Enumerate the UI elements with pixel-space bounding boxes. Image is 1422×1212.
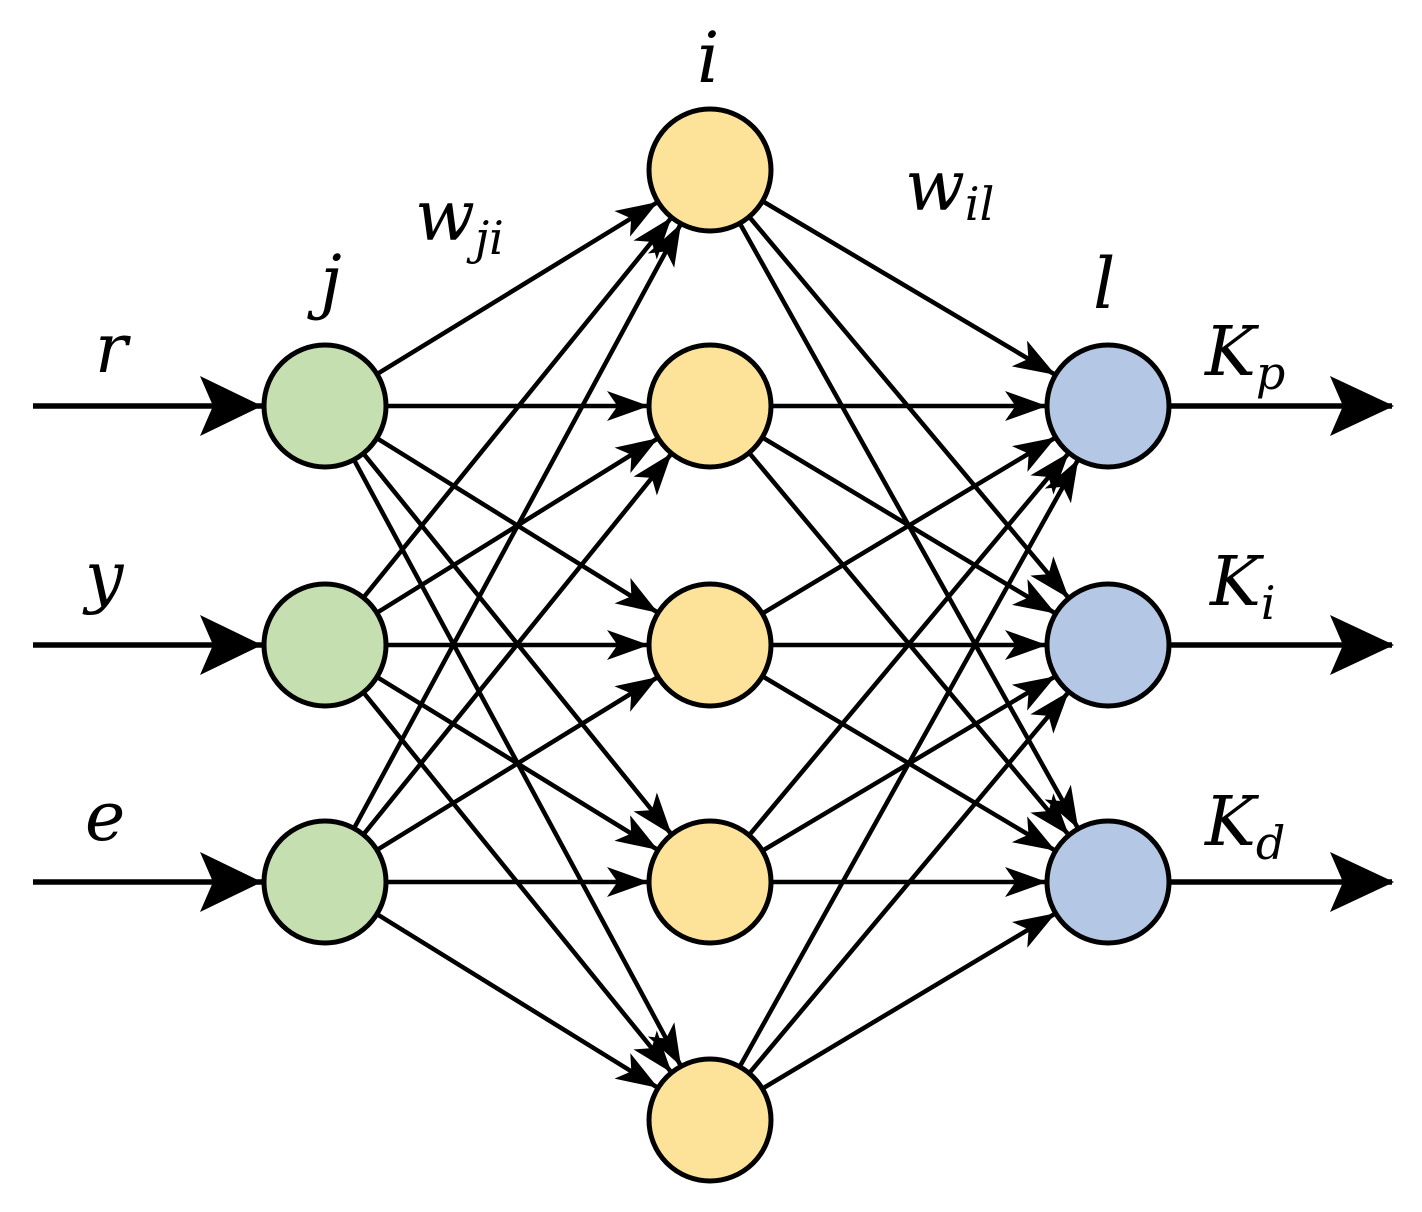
- edge-j3-i4-arrowhead: [607, 867, 649, 897]
- weight-label-wji: wji: [415, 175, 504, 265]
- hidden-node-1: [646, 106, 774, 234]
- edge-i4-l1: [747, 451, 1071, 837]
- edge-i5-l3: [761, 911, 1057, 1091]
- output-arrowhead-kp: [1330, 376, 1394, 436]
- edge-j1-i3-arrowhead: [614, 577, 659, 613]
- edge-i1-l1-arrowhead: [1011, 340, 1056, 375]
- edge-j1-i1: [375, 199, 660, 377]
- output-label-kp-sub: p: [1256, 346, 1285, 400]
- edge-i5-l3-arrowhead: [1011, 913, 1056, 948]
- edge-j3-i2-arrowhead: [633, 453, 672, 496]
- edge-j3-i5: [375, 912, 660, 1090]
- input-node-2: [261, 581, 389, 709]
- edge-j1-i5-arrowhead: [647, 1022, 682, 1067]
- edge-j3-i2: [361, 452, 674, 836]
- input-label-r: r: [95, 310, 131, 389]
- layer-label-l: l: [1093, 243, 1115, 325]
- edge-i3-l1: [761, 435, 1057, 616]
- hidden-node-2: [646, 342, 774, 470]
- edge-j3-i5-arrowhead: [614, 1053, 659, 1088]
- edge-j3-i1: [352, 222, 683, 830]
- edge-j2-i1: [361, 215, 674, 600]
- edge-j3-i3: [375, 675, 660, 852]
- output-arrowhead-ki: [1330, 615, 1394, 675]
- edge-i3-l2-arrowhead: [1005, 630, 1047, 660]
- connections: [351, 199, 1081, 1091]
- output-arrowhead-kd: [1330, 852, 1394, 912]
- input-label-y: y: [82, 538, 125, 617]
- layer-label-j: j: [307, 240, 342, 322]
- edge-j1-i4-arrowhead: [633, 792, 672, 835]
- edge-i4-l3-arrowhead: [1005, 867, 1047, 897]
- output-label-kd-sub: d: [1256, 816, 1285, 870]
- edge-i5-l1-arrowhead: [1044, 459, 1079, 504]
- output-label-ki-base: K: [1208, 543, 1265, 622]
- output-label-ki: Ki: [1208, 543, 1276, 630]
- edge-i5-l2-arrowhead: [1030, 691, 1069, 734]
- input-arrowhead-y: [200, 615, 262, 675]
- edge-j2-i1-arrowhead: [633, 217, 672, 260]
- layer-label-i: i: [697, 17, 719, 99]
- edge-j2-i2-arrowhead: [614, 438, 659, 474]
- edge-i5-l2: [747, 690, 1071, 1075]
- weight-label-wji-base: w: [415, 175, 475, 257]
- edge-j1-i2-arrowhead: [607, 391, 649, 421]
- edge-j3-i3-arrowhead: [614, 676, 659, 712]
- hidden-node-5: [646, 1056, 774, 1184]
- output-label-kp: Kp: [1203, 313, 1285, 400]
- weight-label-wil-base: w: [905, 145, 965, 227]
- edge-j2-i4-arrowhead: [614, 815, 659, 851]
- edge-j3-i1-arrowhead: [647, 223, 681, 268]
- output-label-kd-base: K: [1203, 783, 1260, 862]
- hidden-node-3: [646, 581, 774, 709]
- output-node-3: [1044, 818, 1172, 946]
- output-node-2: [1044, 581, 1172, 709]
- edge-j2-i5-arrowhead: [633, 1030, 672, 1073]
- neurons: [261, 106, 1172, 1184]
- edge-i1-l2-arrowhead: [1030, 556, 1069, 599]
- edge-i4-l2-arrowhead: [1011, 676, 1056, 711]
- edge-i1-l3-arrowhead: [1044, 784, 1079, 829]
- input-node-3: [261, 818, 389, 946]
- edge-i1-l1: [761, 199, 1057, 377]
- input-label-e: e: [85, 778, 125, 857]
- labels: r y e j i l wji wil Kp Ki Kd: [82, 17, 1285, 870]
- edge-j1-i1-arrowhead: [614, 201, 658, 237]
- edge-i2-l2-arrowhead: [1011, 579, 1056, 614]
- input-node-1: [261, 342, 389, 470]
- hidden-node-4: [646, 818, 774, 946]
- weight-label-wil-sub: il: [965, 177, 994, 231]
- output-label-ki-sub: i: [1261, 576, 1276, 630]
- input-arrowhead-r: [200, 376, 262, 436]
- output-node-1: [1044, 342, 1172, 470]
- weight-label-wil: wil: [905, 145, 994, 231]
- output-label-kp-base: K: [1203, 313, 1260, 392]
- input-arrows: [33, 376, 262, 912]
- edge-i2-l3-arrowhead: [1030, 793, 1069, 836]
- input-arrowhead-e: [200, 852, 262, 912]
- output-arrows: [1170, 376, 1394, 912]
- output-label-kd: Kd: [1203, 783, 1285, 870]
- edge-i5-l1: [737, 458, 1081, 1068]
- edge-i3-l1-arrowhead: [1011, 437, 1056, 472]
- edge-j2-i3-arrowhead: [607, 630, 649, 660]
- edge-i2-l1-arrowhead: [1005, 391, 1047, 421]
- edge-i3-l3-arrowhead: [1011, 816, 1056, 851]
- edge-i4-l1-arrowhead: [1030, 452, 1069, 495]
